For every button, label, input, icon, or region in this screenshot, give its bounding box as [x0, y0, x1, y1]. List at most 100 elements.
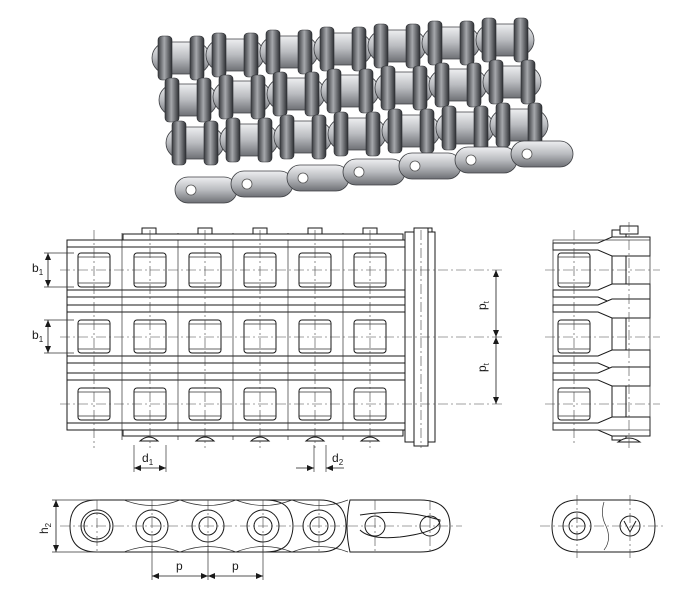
pin-head-bottom	[249, 436, 271, 442]
photo-outer-plate	[454, 146, 518, 174]
photo-outer-plate	[398, 152, 462, 180]
side-plate	[552, 366, 651, 387]
photo-pin-hole	[185, 184, 197, 196]
pin-head-bottom	[138, 436, 160, 442]
photo-roller	[380, 65, 396, 111]
side-pin	[611, 229, 627, 441]
photo-roller	[513, 17, 529, 63]
photo-roller	[412, 65, 428, 111]
photo-roller	[203, 120, 219, 166]
photo-strand	[165, 102, 549, 166]
svg-text:d2: d2	[332, 451, 344, 467]
photo-strand	[158, 59, 542, 123]
photo-outer-plate	[230, 170, 294, 198]
dimension-d1: d1	[142, 451, 154, 467]
photo-roller	[279, 114, 295, 160]
photo-front-plates	[174, 140, 574, 204]
photo-roller	[189, 35, 205, 81]
photo-roller	[405, 23, 421, 69]
side-outline	[552, 239, 651, 431]
photo-outer-plate	[342, 158, 406, 186]
photo-roller	[434, 62, 450, 108]
photo-roller	[164, 77, 180, 123]
photo-roller	[218, 74, 234, 120]
photo-roller	[243, 32, 259, 78]
photo-roller	[272, 71, 288, 117]
photo-roller	[527, 102, 543, 148]
photo-pin-hole	[297, 172, 309, 184]
photo-roller	[466, 62, 482, 108]
photo-roller	[211, 32, 227, 78]
elevation-drawing	[52, 499, 462, 580]
photo-pin-hole	[409, 160, 421, 172]
svg-text:h2: h2	[37, 522, 53, 534]
photo-pin-hole	[521, 148, 533, 160]
photo-roller	[351, 26, 367, 72]
dimension-d2: d2	[332, 451, 344, 467]
dimension-pt-upper: pt	[475, 300, 491, 310]
photo-roller	[250, 74, 266, 120]
photo-roller	[297, 29, 313, 75]
spring-clip	[359, 511, 441, 539]
dimension-p-left: p	[176, 559, 183, 573]
photo-pin-hole	[465, 154, 477, 166]
photo-roller	[225, 117, 241, 163]
photo-strand	[151, 17, 535, 81]
photo-roller	[358, 68, 374, 114]
photo-roller	[520, 59, 536, 105]
photo-roller	[365, 111, 381, 157]
photo-roller	[171, 120, 187, 166]
link-waist	[235, 499, 293, 506]
side-view-drawing	[545, 222, 660, 448]
dimension-pt-lower: pt	[475, 362, 491, 372]
photo-pin-hole	[241, 178, 253, 190]
section-break-line	[602, 501, 609, 551]
outer-link-outline	[69, 499, 294, 553]
photo-roller	[304, 71, 320, 117]
photo-roller	[373, 23, 389, 69]
photo-roller	[427, 20, 443, 66]
section-drawing	[540, 495, 665, 558]
photo-outer-plate	[174, 176, 238, 204]
link-waist	[291, 499, 349, 506]
photo-roller	[387, 108, 403, 154]
link-waist	[235, 546, 293, 553]
photo-outer-plate	[510, 140, 574, 168]
top-plate-strip	[122, 233, 404, 241]
pin-head-bottom	[304, 436, 326, 442]
pin-head-top	[141, 227, 157, 235]
photo-roller	[333, 111, 349, 157]
pin-head-bottom	[194, 436, 216, 442]
photo-roller	[473, 105, 489, 151]
photo-roller	[495, 102, 511, 148]
dimension-b1-lower: b1	[32, 328, 44, 344]
photo-roller	[319, 26, 335, 72]
photo-roller	[419, 108, 435, 154]
bottom-plate-strip	[122, 429, 404, 437]
pin-head-bottom	[359, 436, 381, 442]
top-view-drawing	[44, 227, 502, 472]
svg-text:pt: pt	[475, 362, 491, 372]
photo-roller	[441, 105, 457, 151]
dimension-b1-upper: b1	[32, 261, 44, 277]
svg-text:pt: pt	[475, 300, 491, 310]
photo-roller	[326, 68, 342, 114]
dimension-p-right: p	[232, 559, 239, 573]
photo-roller	[257, 117, 273, 163]
photo-roller	[157, 35, 173, 81]
link-waist	[291, 546, 349, 553]
photo-roller	[196, 77, 212, 123]
svg-text:d1: d1	[142, 451, 154, 467]
side-plate	[552, 298, 651, 319]
chain-photo	[151, 17, 574, 204]
photo-roller	[459, 20, 475, 66]
svg-text:b1: b1	[32, 328, 44, 344]
photo-outer-plate	[286, 164, 350, 192]
photo-roller	[265, 29, 281, 75]
svg-text:b1: b1	[32, 261, 44, 277]
photo-roller	[311, 114, 327, 160]
photo-pin-hole	[353, 166, 365, 178]
link-outline	[236, 499, 347, 553]
dimension-h2: h2	[37, 522, 53, 534]
